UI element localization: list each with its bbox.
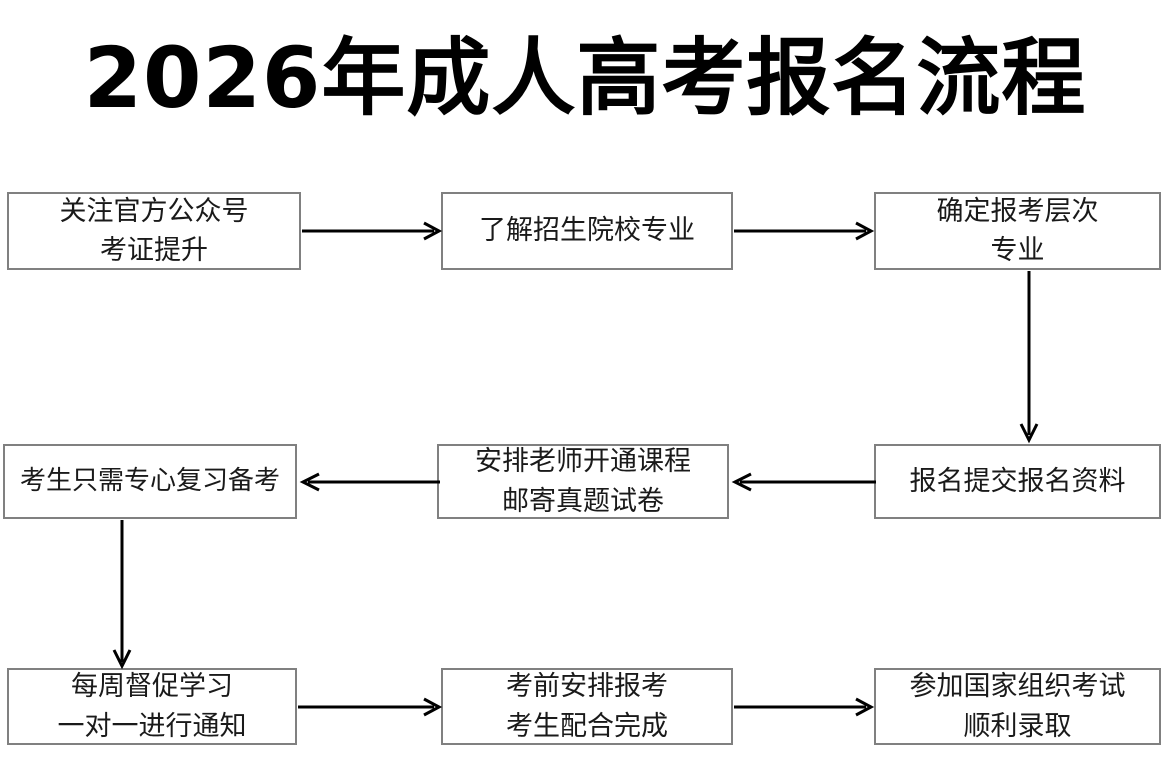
flow-node-n1-line1: 关注官方公众号 [59,195,249,227]
flow-node-n2[interactable]: 了解招生院校专业 [441,192,733,270]
page-title: 2026年成人高考报名流程 [83,29,1087,127]
flow-node-n3[interactable]: 确定报考层次 专业 [874,192,1161,270]
edge-n8-to-n9 [734,695,875,719]
flow-node-n4-line1: 考生只需专心复习备考 [19,465,280,496]
flow-node-n7-line1: 每周督促学习 [71,671,233,703]
edge-n2-to-n3 [734,219,875,243]
edge-n4-to-n7 [109,520,135,670]
flow-node-n9-line1: 参加国家组织考试 [909,671,1126,703]
flow-node-n1-line2: 考证提升 [100,235,208,266]
flow-node-n6[interactable]: 报名提交报名资料 [874,444,1161,519]
flow-node-n1[interactable]: 关注官方公众号 考证提升 [7,192,301,270]
flow-node-n8[interactable]: 考前安排报考 考生配合完成 [441,668,733,745]
flow-node-n5-line2: 邮寄真题试卷 [502,485,664,517]
flow-node-n9-line2: 顺利录取 [963,710,1072,742]
flow-node-n6-line1: 报名提交报名资料 [909,465,1126,497]
flow-node-n3-line1: 确定报考层次 [936,195,1099,227]
flow-node-n9[interactable]: 参加国家组织考试 顺利录取 [874,668,1161,745]
flow-node-n8-line1: 考前安排报考 [506,671,668,703]
flow-node-n7[interactable]: 每周督促学习 一对一进行通知 [7,668,297,745]
flow-node-n5[interactable]: 安排老师开通课程 邮寄真题试卷 [437,444,729,519]
edge-n1-to-n2 [302,219,443,243]
edge-n6-to-n5 [730,470,876,494]
edge-n3-to-n6 [1016,271,1042,444]
flow-node-n2-line1: 了解招生院校专业 [479,215,695,247]
edge-n5-to-n4 [296,470,440,494]
flow-node-n7-line2: 一对一进行通知 [57,710,247,742]
flow-node-n5-line1: 安排老师开通课程 [475,446,691,478]
edge-n7-to-n8 [298,695,443,719]
flow-node-n4[interactable]: 考生只需专心复习备考 [3,444,297,519]
flow-node-n8-line2: 考生配合完成 [506,710,668,742]
flow-node-n3-line2: 专业 [990,235,1045,266]
